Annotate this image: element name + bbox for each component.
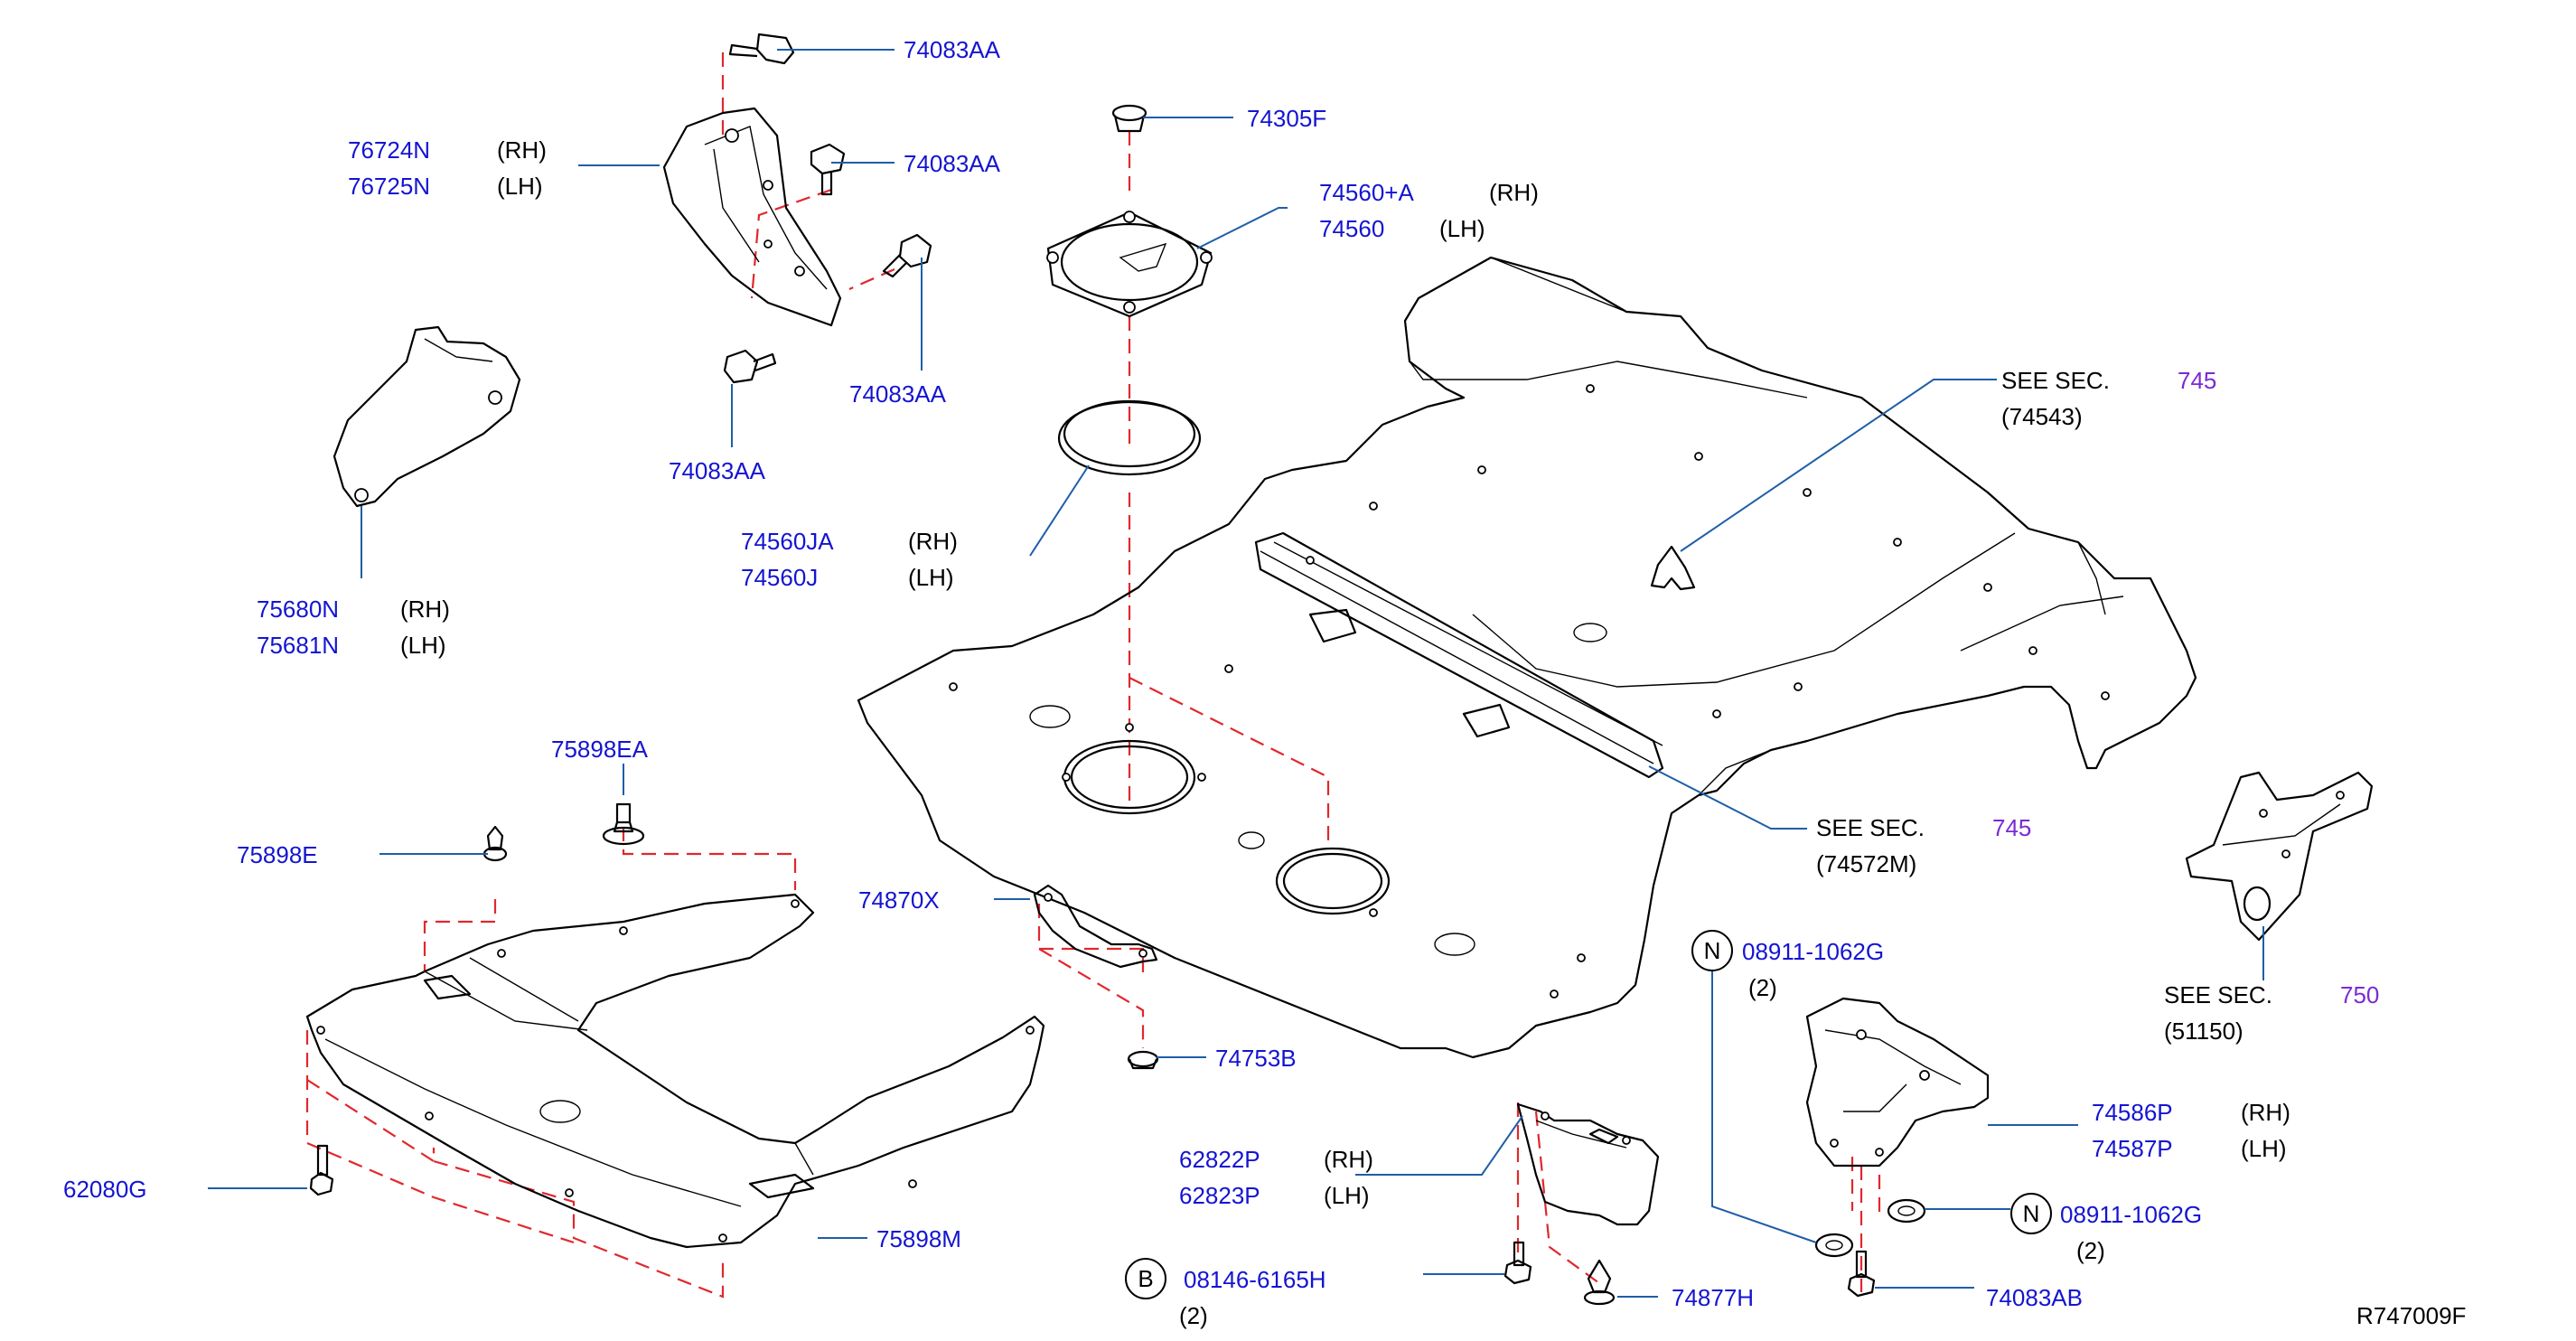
label-62823p[interactable]: 62823P (1179, 1182, 1260, 1209)
label-qty: (2) (2076, 1237, 2105, 1264)
callout-labels: 74083AA 76724N (RH) 76725N (LH) 74083AA … (63, 36, 2466, 1329)
label-qty: (2) (1179, 1302, 1208, 1329)
seal-ring-74560ja (1057, 399, 1202, 476)
bracket-51150 (2185, 771, 2374, 942)
label-62080g[interactable]: 62080G (63, 1176, 147, 1203)
label-qty: (2) (1748, 974, 1777, 1001)
label-74560[interactable]: 74560 (1319, 215, 1384, 242)
ref-51150: (51150) (2164, 1017, 2243, 1045)
section-750-link[interactable]: 750 (2340, 981, 2379, 1008)
label-lh: (LH) (1324, 1182, 1370, 1209)
label-62822p[interactable]: 62822P (1179, 1146, 1260, 1173)
label-74083aa[interactable]: 74083AA (904, 150, 1001, 177)
label-76725n[interactable]: 76725N (348, 173, 430, 200)
label-74587p[interactable]: 74587P (2092, 1135, 2173, 1162)
ref-74572m: (74572M) (1816, 850, 1916, 877)
label-lh: (LH) (908, 564, 954, 591)
label-74083ab[interactable]: 74083AB (1986, 1284, 2083, 1311)
label-rh: (RH) (2241, 1099, 2290, 1126)
label-08911-1062g[interactable]: 08911-1062G (2060, 1201, 2202, 1228)
see-section-label: SEE SEC. (2001, 367, 2110, 394)
badge-n: N (1691, 930, 1733, 971)
fender-protector-74586p (1805, 997, 1990, 1168)
bracket-74870x (1033, 884, 1158, 969)
bracket-76724n (662, 107, 842, 327)
clip-icon (482, 825, 508, 862)
svg-text:N: N (2023, 1200, 2040, 1227)
label-75898ea[interactable]: 75898EA (551, 736, 649, 763)
access-cover-74560 (1046, 211, 1213, 318)
label-rh: (RH) (1324, 1146, 1373, 1173)
section-745-link[interactable]: 745 (1992, 814, 2031, 841)
label-75681n[interactable]: 75681N (257, 632, 339, 659)
bolt-icon (1503, 1241, 1532, 1285)
label-75898m[interactable]: 75898M (876, 1225, 961, 1252)
heat-shield-75680n (333, 325, 521, 508)
label-lh: (LH) (497, 173, 543, 200)
label-lh: (LH) (1439, 215, 1485, 242)
label-rh: (RH) (908, 528, 958, 555)
svg-text:N: N (1704, 937, 1721, 964)
nut-icon (1814, 1233, 1854, 1258)
label-lh: (LH) (400, 632, 446, 659)
section-745-link[interactable]: 745 (2178, 367, 2216, 394)
label-74753b[interactable]: 74753B (1215, 1045, 1297, 1072)
see-section-label: SEE SEC. (2164, 981, 2272, 1008)
ref-74543: (74543) (2001, 403, 2083, 430)
label-rh: (RH) (400, 595, 450, 623)
bolt-icon (810, 143, 846, 196)
label-74305f[interactable]: 74305F (1247, 105, 1326, 132)
bolt-icon (728, 33, 795, 65)
clip-icon (602, 802, 645, 846)
svg-text:B: B (1138, 1265, 1153, 1292)
plug-icon (1111, 104, 1147, 133)
bolt-icon (309, 1144, 334, 1196)
grommet-icon (1127, 1050, 1159, 1070)
label-lh: (LH) (2241, 1135, 2287, 1162)
label-74083aa[interactable]: 74083AA (849, 380, 947, 408)
label-74560j[interactable]: 74560J (741, 564, 818, 591)
label-rh: (RH) (497, 136, 547, 164)
label-rh: (RH) (1489, 179, 1539, 206)
clip-icon (1583, 1259, 1616, 1306)
badge-n: N (2010, 1193, 2052, 1234)
diagram-reference: R747009F (2356, 1302, 2466, 1329)
leader-lines (208, 49, 2264, 1298)
label-08146-6165h[interactable]: 08146-6165H (1184, 1266, 1326, 1293)
label-74870x[interactable]: 74870X (858, 886, 940, 914)
label-74877h[interactable]: 74877H (1672, 1284, 1754, 1311)
see-section-label: SEE SEC. (1816, 814, 1925, 841)
label-75680n[interactable]: 75680N (257, 595, 339, 623)
label-76724n[interactable]: 76724N (348, 136, 430, 164)
label-74560a[interactable]: 74560+A (1319, 179, 1414, 206)
nut-icon (1887, 1198, 1926, 1224)
label-74560ja[interactable]: 74560JA (741, 528, 834, 555)
bolt-icon (1847, 1250, 1876, 1298)
bolt-icon (723, 349, 777, 384)
mud-guard-62822p (1516, 1102, 1660, 1226)
under-cover-75898m (305, 893, 1045, 1249)
label-74586p[interactable]: 74586P (2092, 1099, 2173, 1126)
label-75898e[interactable]: 75898E (237, 841, 318, 868)
bolt-icon (882, 233, 932, 278)
floor-panel (857, 256, 2197, 1059)
badge-b: B (1125, 1258, 1166, 1299)
label-74083aa[interactable]: 74083AA (904, 36, 1001, 63)
alignment-guides (305, 52, 1881, 1299)
label-08911-1062g[interactable]: 08911-1062G (1742, 938, 1884, 965)
label-74083aa[interactable]: 74083AA (669, 457, 766, 484)
